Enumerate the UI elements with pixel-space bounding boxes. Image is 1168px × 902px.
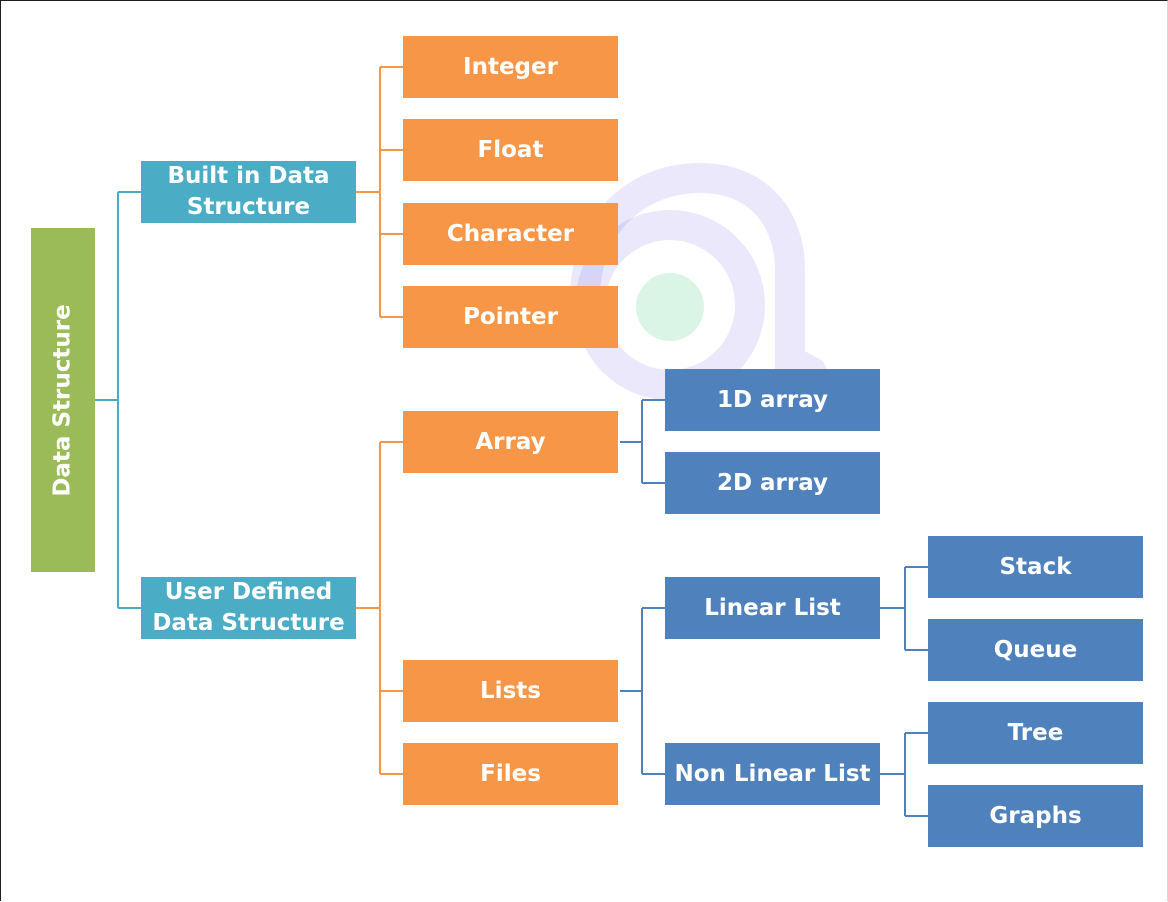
connector-builtin xyxy=(356,66,403,318)
node-files: Files xyxy=(403,743,618,805)
node-user-defined-data-structure: User Defined Data Structure xyxy=(141,577,356,639)
node-tree: Tree xyxy=(928,702,1143,764)
node-linear-list: Linear List xyxy=(665,577,880,639)
node-array: Array xyxy=(403,411,618,473)
node-queue: Queue xyxy=(928,619,1143,681)
connector-array xyxy=(620,399,665,484)
node-stack: Stack xyxy=(928,536,1143,598)
node-lists: Lists xyxy=(403,660,618,722)
node-graphs: Graphs xyxy=(928,785,1143,847)
connector-userdefined xyxy=(356,441,403,775)
node-data-structure-label: Data Structure xyxy=(49,303,76,497)
node-built-in-data-structure: Built in Data Structure xyxy=(141,161,356,223)
connector-nonlinear xyxy=(880,732,928,817)
node-integer: Integer xyxy=(403,36,618,98)
node-float: Float xyxy=(403,119,618,181)
node-2d-array: 2D array xyxy=(665,452,880,514)
node-character: Character xyxy=(403,203,618,265)
node-non-linear-list: Non Linear List xyxy=(665,743,880,805)
connector-root xyxy=(95,191,141,609)
connector-lists xyxy=(620,607,665,775)
node-pointer: Pointer xyxy=(403,286,618,348)
node-data-structure: Data Structure xyxy=(31,228,95,572)
node-1d-array: 1D array xyxy=(665,369,880,431)
connector-linear xyxy=(880,566,928,651)
